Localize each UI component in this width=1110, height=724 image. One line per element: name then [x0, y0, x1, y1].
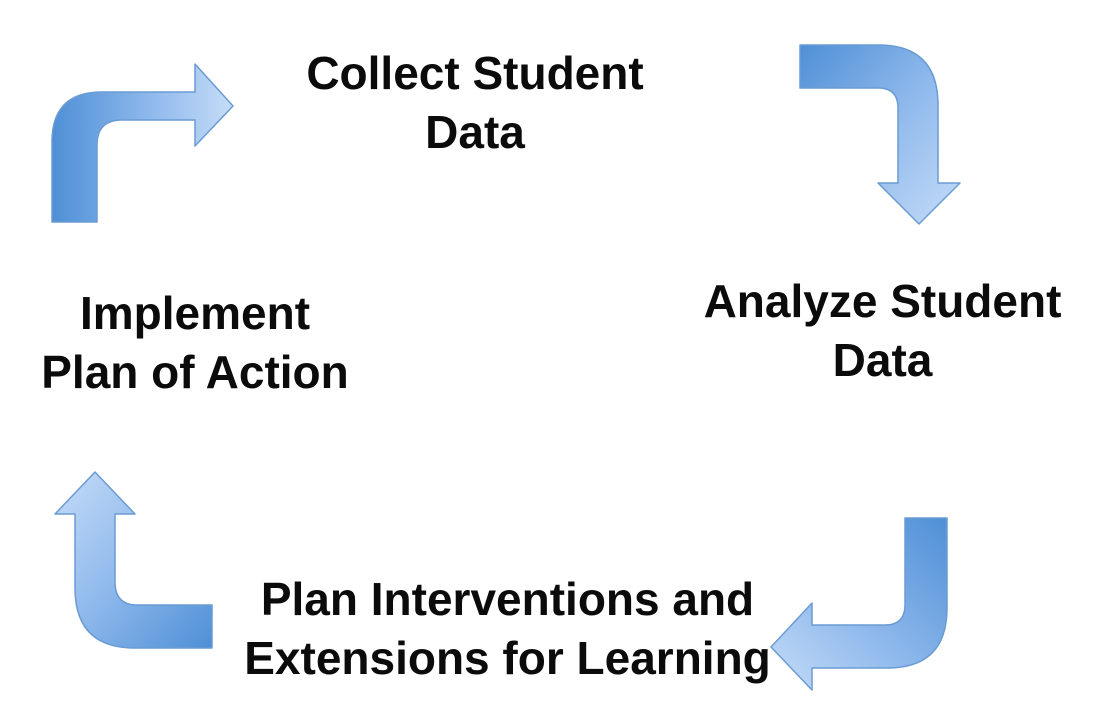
curved-arrow-icon [799, 44, 961, 225]
step-label-line: Collect Student [306, 47, 644, 99]
curved-arrow-icon [770, 517, 948, 691]
curved-arrow-icon [54, 471, 213, 649]
step-label-line: Implement [79, 287, 311, 339]
step-label-line: Plan Interventions and [260, 573, 755, 625]
step-plan-interventions: Plan Interventions and Extensions for Le… [240, 570, 775, 688]
step-label-line: Plan of Action [41, 345, 349, 398]
step-label-line: Data [425, 105, 525, 158]
step-implement-plan: Implement Plan of Action [20, 284, 370, 402]
step-label-line: Extensions for Learning [244, 631, 771, 684]
step-collect-student-data: Collect Student Data [290, 44, 660, 162]
step-analyze-student-data: Analyze Student Data [690, 272, 1075, 390]
curved-arrow-icon [51, 63, 234, 223]
step-label-line: Analyze Student [703, 275, 1062, 327]
step-label-line: Data [832, 333, 933, 386]
